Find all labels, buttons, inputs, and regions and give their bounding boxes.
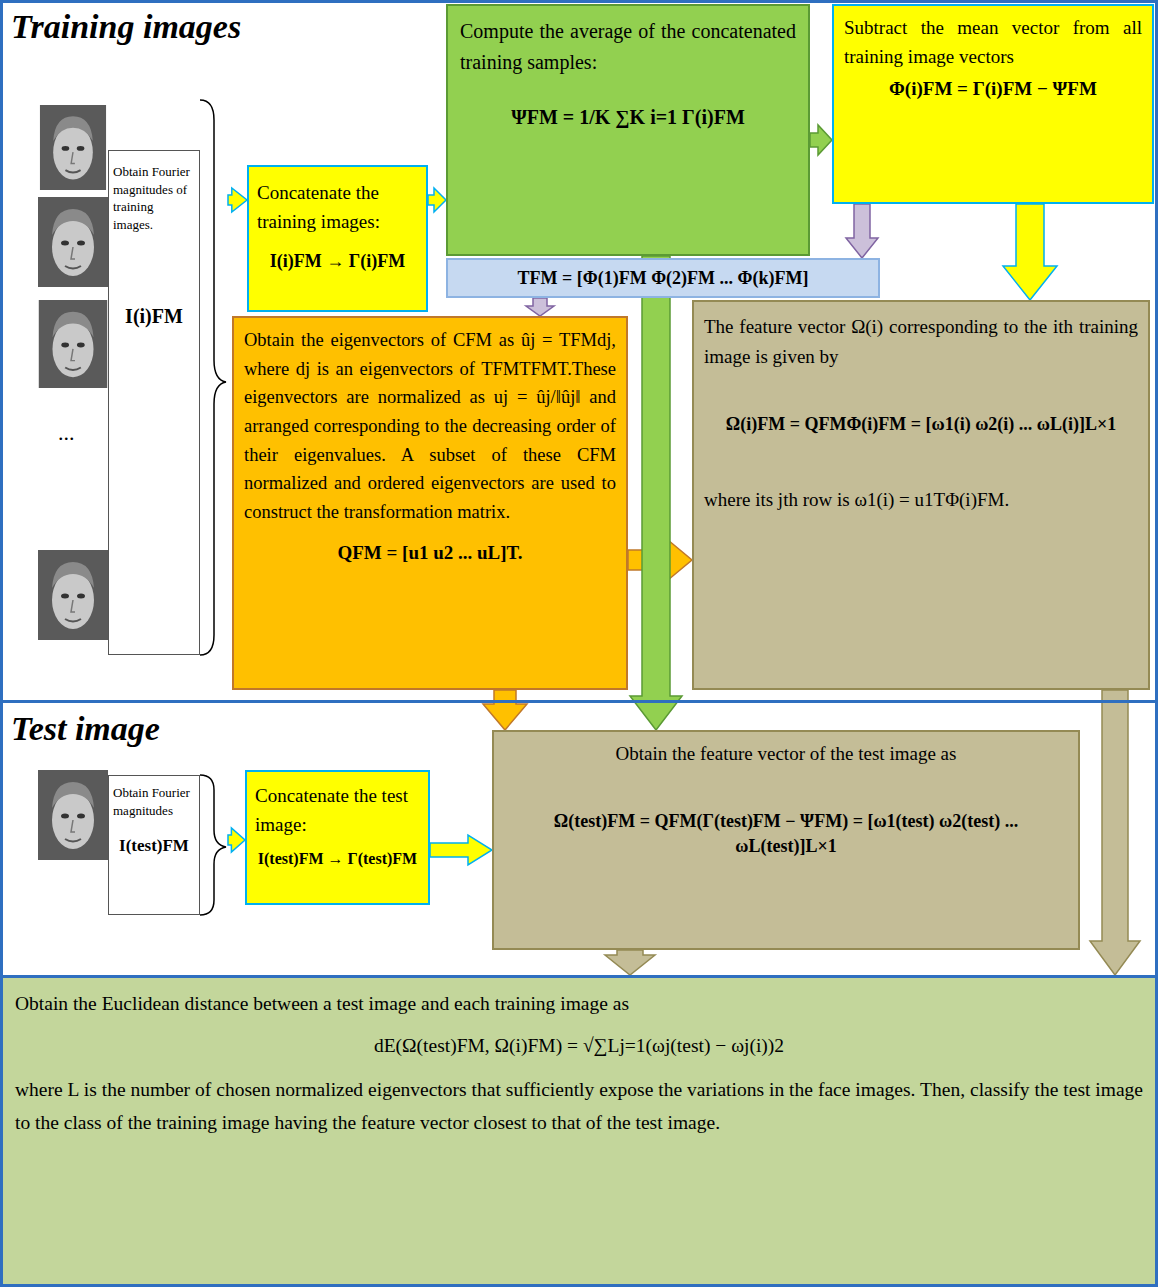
block-arrow (228, 828, 245, 852)
box-text: Ω(i)FM = QFMΦ(i)FM = [ω1(i) ω2(i) ... ωL… (704, 413, 1138, 436)
block-arrow (1090, 690, 1140, 975)
box-text: QFM = [u1 u2 ... uL]T. (244, 541, 616, 566)
box-text: Subtract the mean vector from all traini… (844, 14, 1142, 71)
face-photo (38, 770, 108, 860)
box-text: I(i)FM (113, 303, 195, 329)
box-text: Concatenate the test image: (255, 782, 420, 839)
block-arrow (846, 204, 878, 258)
face-photo (40, 105, 106, 190)
curly-bracket (200, 100, 226, 655)
process-box: Concatenate the test image: I(test)FM → Γ… (245, 770, 430, 905)
test-region: Test imageObtain Fourier magnitudesI(tes… (0, 700, 1158, 978)
box-text: where its jth row is ω1(i) = u1TΦ(i)FM. (704, 486, 1138, 515)
box-text: The feature vector Ω(i) corresponding to… (704, 312, 1138, 373)
box-text: Obtain Fourier magnitudes (113, 784, 195, 819)
block-arrow (630, 256, 682, 730)
process-box: Obtain the eigenvectors of CFM as ûj = T… (232, 316, 628, 690)
process-box: Compute the average of the concatenated … (446, 4, 810, 256)
curly-bracket (200, 775, 226, 915)
fourier-box: Obtain Fourier magnitudes of training im… (108, 150, 200, 655)
box-text: dE(Ω(test)FM, Ω(i)FM) = √∑Lj=1(ωj(test) … (15, 1033, 1143, 1058)
box-text: Φ(i)FM = Γ(i)FM − ΨFM (844, 77, 1142, 102)
block-arrow (483, 690, 527, 730)
box-text: TFM = [Φ(1)FM Φ(2)FM ... Φ(k)FM] (456, 267, 870, 290)
face-photo (39, 300, 107, 388)
box-text: Obtain the Euclidean distance between a … (15, 988, 1143, 1019)
feature-box: Obtain the feature vector of the test im… (492, 730, 1080, 950)
block-arrow (228, 188, 247, 212)
box-text: Concatenate the training images: (257, 179, 418, 236)
result-box: Obtain the Euclidean distance between a … (0, 975, 1158, 1287)
box-text: Compute the average of the concatenated … (460, 16, 796, 78)
process-box: Concatenate the training images: I(i)FM →… (247, 165, 428, 312)
feature-box: The feature vector Ω(i) corresponding to… (692, 300, 1150, 690)
block-arrow (430, 835, 492, 865)
block-arrow (428, 188, 446, 212)
matrix-band: TFM = [Φ(1)FM Φ(2)FM ... Φ(k)FM] (446, 258, 880, 298)
training-region: Training imagesObtain Fourier magnitudes… (0, 0, 1158, 703)
box-text: ΨFM = 1/K ∑K i=1 Γ(i)FM (460, 104, 796, 130)
block-arrow (605, 950, 655, 975)
block-arrow (526, 298, 554, 316)
block-arrow (810, 125, 832, 155)
box-text: Obtain the eigenvectors of CFM as ûj = T… (244, 326, 616, 527)
box-text: I(test)FM → Γ(test)FM (255, 849, 420, 870)
block-arrow (1003, 204, 1057, 300)
box-text: I(test)FM (113, 835, 195, 857)
process-box: Subtract the mean vector from all traini… (832, 4, 1154, 204)
box-text: where L is the number of chosen normaliz… (15, 1073, 1143, 1139)
box-text: I(i)FM → Γ(i)FM (257, 250, 418, 273)
face-photo (38, 550, 108, 640)
box-text: Ω(test)FM = QFM(Γ(test)FM − ΨFM) = [ω1(t… (506, 809, 1066, 859)
box-text: Obtain Fourier magnitudes of training im… (113, 163, 195, 233)
face-photo (38, 197, 108, 287)
fourier-box: Obtain Fourier magnitudesI(test)FM (108, 775, 200, 915)
box-text: Obtain the feature vector of the test im… (506, 740, 1066, 769)
ellipsis-label: ... (58, 420, 75, 446)
